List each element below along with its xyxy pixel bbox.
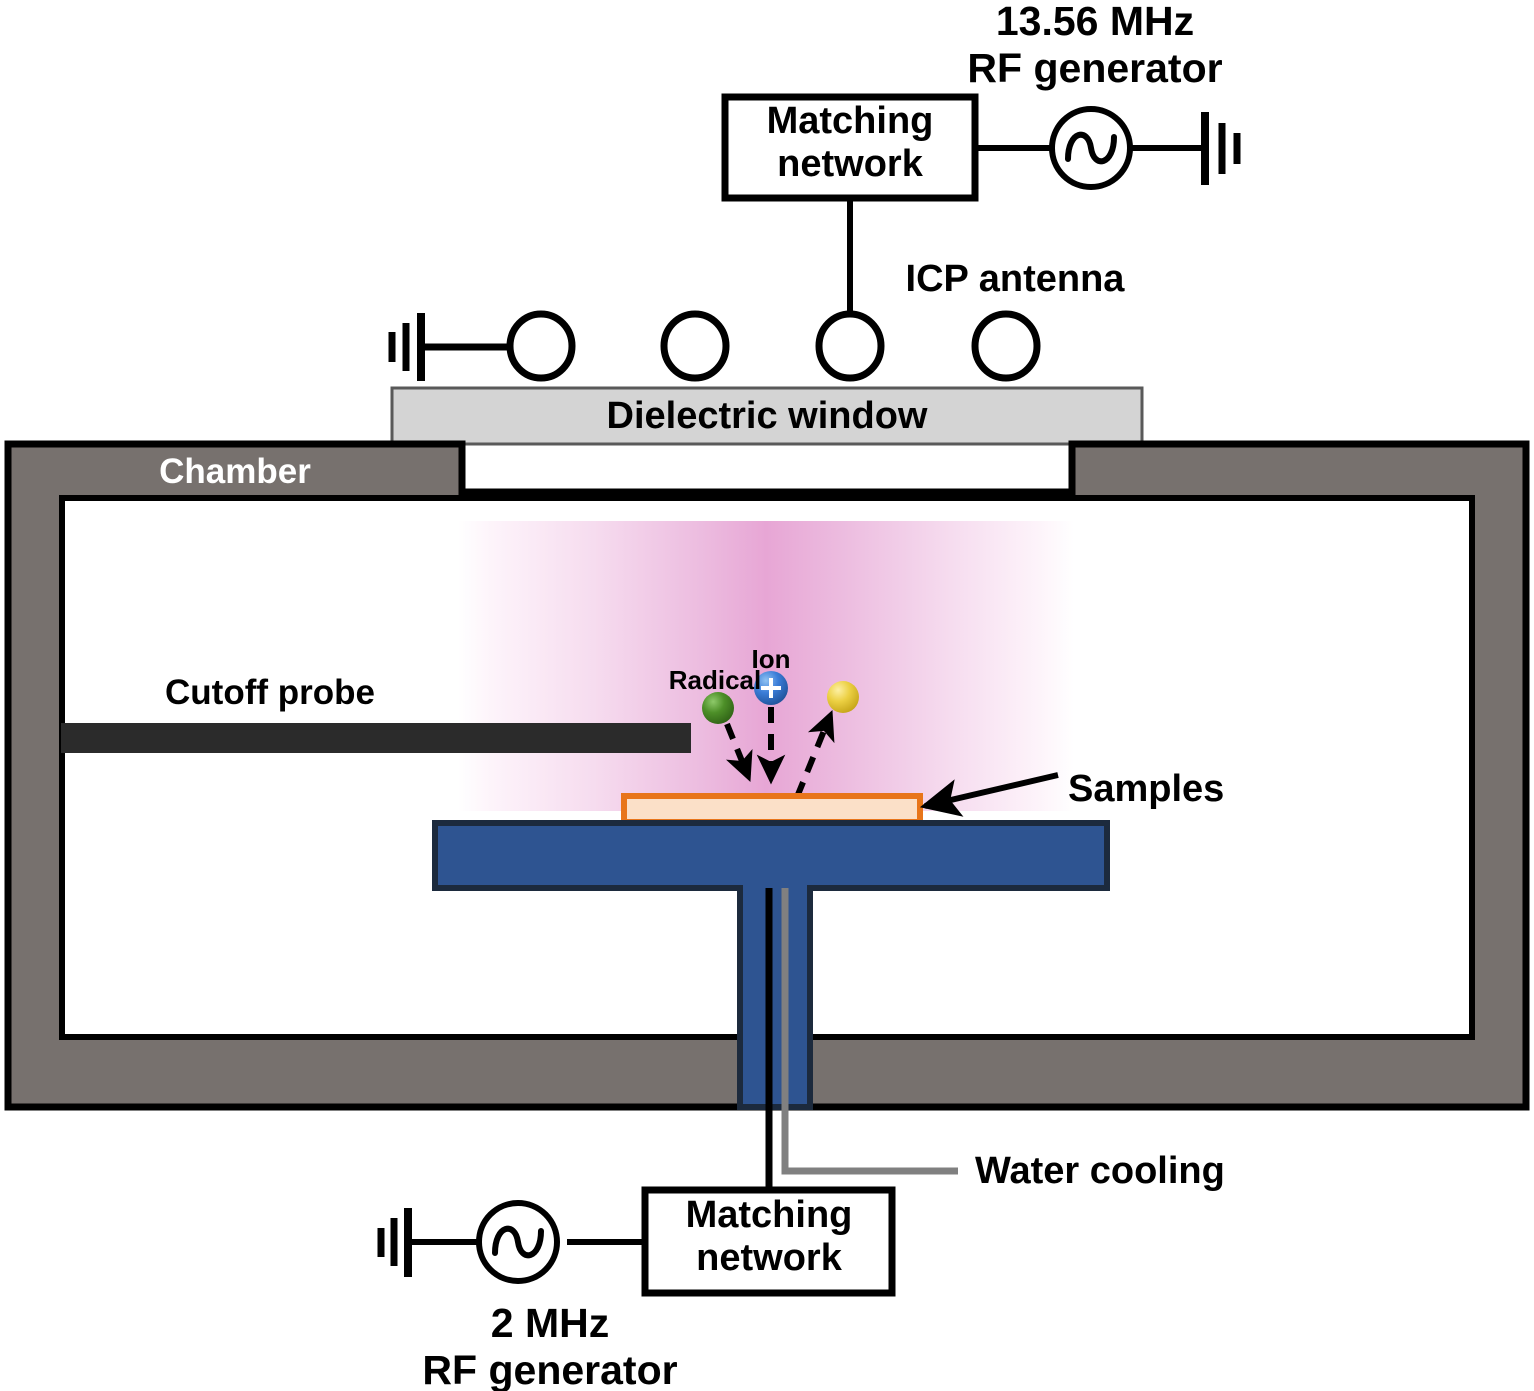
bottom-matching-network-label: Matching network <box>685 1194 853 1280</box>
radical-label: Radical <box>668 665 762 695</box>
bottom-rf-sine-glyph <box>492 1225 544 1259</box>
cutoff-probe-bar <box>61 723 691 753</box>
top-ground-icon <box>1201 112 1241 185</box>
icp-antenna-group <box>388 310 1041 382</box>
water-cooling-line <box>781 888 958 1175</box>
antenna-ground-icon <box>388 313 425 381</box>
dielectric-window-block <box>390 386 1144 446</box>
plasma-species-group <box>702 671 859 799</box>
chamber-label: Chamber <box>159 452 311 491</box>
bottom-rf-generator-label: 2 MHz RF generator <box>422 1300 678 1391</box>
antenna-coil-1 <box>506 310 576 382</box>
top-rf-source-group <box>721 93 1241 318</box>
top-rf-sine-glyph <box>1065 131 1117 165</box>
samples-block <box>621 793 923 825</box>
antenna-coil-2 <box>660 310 730 382</box>
radical-trajectory-arrow <box>724 722 753 783</box>
samples-callout-arrow <box>919 772 1059 817</box>
dielectric-window-label: Dielectric window <box>606 395 928 437</box>
antenna-coil-3 <box>815 310 885 382</box>
bottom-matching-network-box <box>641 1186 896 1297</box>
icp-antenna-label: ICP antenna <box>905 258 1125 300</box>
feed-lines-group <box>765 888 958 1190</box>
cutoff-probe-label: Cutoff probe <box>165 673 375 712</box>
top-rf-generator-label: 13.56 MHz RF generator <box>967 0 1223 91</box>
ion-label: Ion <box>751 644 791 674</box>
water-cooling-label: Water cooling <box>975 1150 1225 1192</box>
radical-particle-icon <box>702 692 734 724</box>
bottom-rf-source-group <box>377 1186 896 1297</box>
byproduct-particle-icon <box>827 681 859 713</box>
top-matching-network-label: Matching network <box>766 100 934 186</box>
antenna-coil-4 <box>971 310 1041 382</box>
bottom-ground-icon <box>377 1208 412 1277</box>
byproduct-trajectory-arrow <box>794 709 835 799</box>
ion-charge-symbol <box>761 678 781 698</box>
samples-label: Samples <box>1068 768 1225 810</box>
